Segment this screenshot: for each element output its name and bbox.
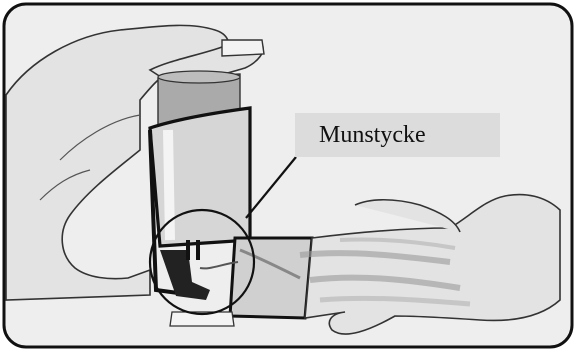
mouthpiece-label-text: Munstycke <box>319 122 426 149</box>
mouthpiece-label: Munstycke <box>295 113 500 157</box>
mouthpiece <box>230 238 312 318</box>
